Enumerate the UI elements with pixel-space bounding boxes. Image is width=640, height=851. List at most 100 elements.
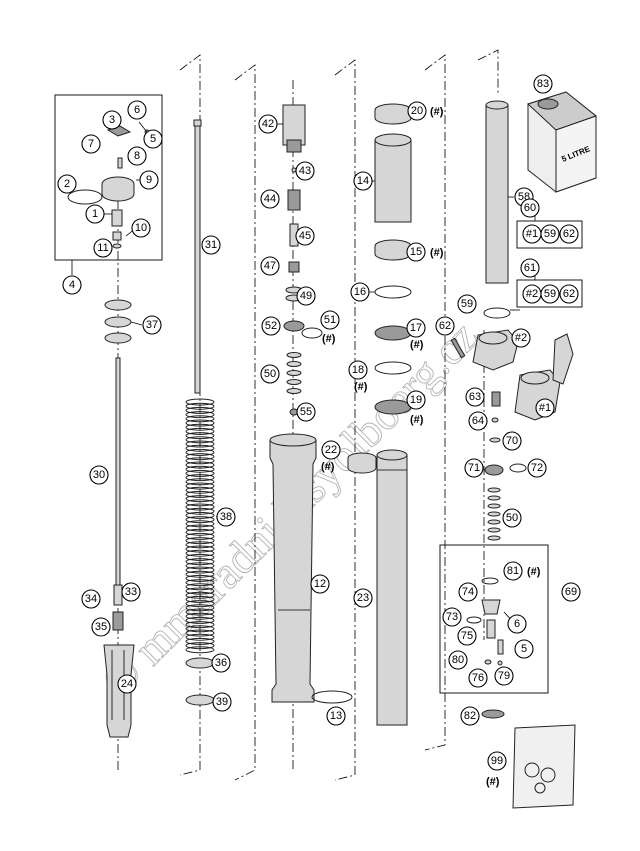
spring-coil [185, 646, 215, 654]
callout-number: 43 [299, 165, 311, 177]
callout-number: 76 [472, 672, 484, 684]
callout-circle [348, 360, 368, 380]
spring-coil [185, 444, 215, 452]
callout-c34: 34 [81, 589, 101, 609]
hash-18: (#) [354, 381, 368, 393]
callout-c45: 45 [295, 226, 315, 246]
callout-circle [320, 310, 340, 330]
callout-number: 6 [134, 104, 140, 116]
callout-number: 18 [352, 364, 364, 376]
callout-circle [406, 390, 426, 410]
callout-number: 71 [468, 462, 480, 474]
spring-coil [185, 591, 215, 599]
callout-number: 49 [300, 290, 312, 302]
callout-circle [406, 318, 426, 338]
callout-circle [93, 238, 113, 258]
callout-circle [117, 674, 137, 694]
spring-coil [185, 532, 215, 540]
callout-circle [561, 582, 581, 602]
callout-c61: 61 [520, 258, 540, 278]
callout-number: 59 [544, 288, 556, 300]
callout-circle [201, 235, 221, 255]
callout-c14: 14 [353, 171, 373, 191]
callout-c12: 12 [310, 574, 330, 594]
hash-15: (#) [430, 247, 444, 259]
callout-circle [62, 275, 82, 295]
callout-circle [514, 639, 534, 659]
callout-number: 50 [506, 512, 518, 524]
hash-20: (#) [430, 106, 444, 118]
callout-number: 3 [109, 114, 115, 126]
callout-circle [85, 204, 105, 224]
callout-number: 4 [69, 279, 75, 291]
spring-coil [185, 432, 215, 440]
spring-coil [185, 570, 215, 578]
callout-circle [295, 226, 315, 246]
spring-coil [185, 423, 215, 431]
callout-c43: 43 [295, 161, 315, 181]
callout-circle [121, 582, 141, 602]
callout-circle [559, 284, 579, 304]
spring-coil [185, 612, 215, 620]
callout-circle [533, 74, 553, 94]
callout-c19: 19 [406, 390, 426, 410]
spring-coil [185, 503, 215, 511]
callout-c17: 17 [406, 318, 426, 338]
callout-number: 7 [88, 138, 94, 150]
callout-circle [502, 431, 522, 451]
callout-number: 75 [461, 630, 473, 642]
spring-coil [185, 465, 215, 473]
callout-circle [260, 256, 280, 276]
callout-circle [258, 114, 278, 134]
axle-clamp-2 [450, 329, 519, 371]
spring-coil [185, 406, 215, 414]
piston-rod-30 [112, 357, 124, 631]
callout-number: 79 [498, 670, 510, 682]
callout-circle [127, 146, 147, 166]
callout-c74: 74 [458, 582, 478, 602]
callout-circle [261, 316, 281, 336]
callout-number: 63 [469, 391, 481, 403]
callout-c39: 39 [212, 692, 232, 712]
callout-circle [502, 508, 522, 528]
callout-number: 64 [472, 415, 484, 427]
callout-c35: 35 [91, 617, 111, 637]
callout-c11: 11 [93, 238, 113, 258]
spring-coil [185, 579, 215, 587]
callout-circle [520, 198, 540, 218]
callout-number: 47 [264, 260, 276, 272]
callout-number: 30 [93, 469, 105, 481]
outer-tube-12 [269, 433, 317, 703]
callout-circle [211, 653, 231, 673]
callout-k60a: #1 [522, 224, 542, 244]
spring-coil [185, 604, 215, 612]
callout-circle [91, 617, 111, 637]
callout-number: 73 [446, 611, 458, 623]
spring-coil [185, 427, 215, 435]
callout-number: 6 [514, 618, 520, 630]
spring-coil [185, 486, 215, 494]
callout-number: 9 [146, 174, 152, 186]
callout-number: 55 [300, 406, 312, 418]
spring-coil [185, 621, 215, 629]
callout-number: 70 [506, 435, 518, 447]
callout-circle [353, 588, 373, 608]
spring-coil [185, 558, 215, 566]
callout-c22: 22 [321, 440, 341, 460]
callout-c59a: 59 [457, 294, 477, 314]
spring-coil [185, 516, 215, 524]
spring-coil [185, 482, 215, 490]
callout-number: 15 [410, 246, 422, 258]
inner-tube-23 [376, 449, 408, 726]
callout-c13: 13 [326, 706, 346, 726]
callout-circle [540, 224, 560, 244]
callout-circle [131, 218, 151, 238]
spring-coil [185, 457, 215, 465]
callout-circle [143, 129, 163, 149]
hash-19: (#) [410, 414, 424, 426]
callout-circle [102, 110, 122, 130]
callout-circle [559, 224, 579, 244]
callout-circle [212, 692, 232, 712]
callout-circle [127, 100, 147, 120]
spring-coil [185, 600, 215, 608]
